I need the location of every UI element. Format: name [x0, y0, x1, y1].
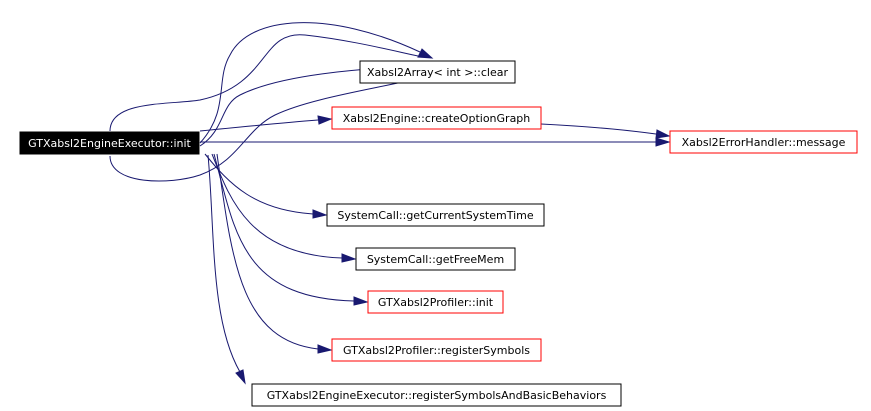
node-box	[19, 131, 200, 155]
edge-init-to-clear-loop-1	[199, 22, 421, 144]
node-label: SystemCall::getFreeMem	[367, 253, 504, 266]
node-systemcall-getfreemem[interactable]: SystemCall::getFreeMem	[355, 247, 516, 271]
node-box	[359, 60, 516, 84]
node-systemcall-getcurrentsystemtime[interactable]: SystemCall::getCurrentSystemTime	[326, 203, 545, 227]
node-label: Xabsl2Array< int >::clear	[367, 66, 508, 79]
node-gtxabsl2engineexecutor-init[interactable]: GTXabsl2EngineExecutor::init	[19, 131, 200, 155]
edge-arrowhead	[655, 137, 671, 147]
edge-arrowhead	[235, 369, 246, 385]
node-gtxabsl2engineexecutor-registersymbolsandbasicbehaviors[interactable]: GTXabsl2EngineExecutor::registerSymbolsA…	[251, 383, 622, 407]
node-label: GTXabsl2Profiler::registerSymbols	[343, 344, 530, 357]
node-xabsl2engine-createoptiongraph[interactable]: Xabsl2Engine::createOptionGraph	[331, 106, 542, 130]
edge-init-to-clear-loop-2	[109, 34, 419, 132]
node-box	[326, 203, 545, 227]
edge-init-to-profiler-init	[213, 153, 355, 302]
node-label: GTXabsl2EngineExecutor::registerSymbolsA…	[267, 389, 607, 402]
edge-arrowhead	[655, 129, 671, 139]
node-box	[331, 106, 542, 130]
node-label: Xabsl2Engine::createOptionGraph	[343, 112, 531, 125]
edge-arrowhead	[353, 296, 369, 306]
node-gtxabsl2profiler-registersymbols[interactable]: GTXabsl2Profiler::registerSymbols	[331, 338, 542, 362]
edge-arrowhead	[317, 115, 333, 125]
edge-createOptionGraph-to-message	[540, 123, 657, 135]
node-xabsl2array-clear[interactable]: Xabsl2Array< int >::clear	[359, 60, 516, 84]
node-label: SystemCall::getCurrentSystemTime	[337, 209, 534, 222]
edge-arrowhead	[341, 253, 357, 263]
edge-init-to-clear-loop-4	[109, 77, 421, 182]
node-label: GTXabsl2EngineExecutor::init	[28, 137, 191, 150]
edge-arrowhead	[317, 344, 333, 354]
node-box	[331, 338, 542, 362]
node-label: GTXabsl2Profiler::init	[378, 296, 494, 309]
edge-init-to-getCurrentSystemTime	[204, 153, 314, 215]
node-label: Xabsl2ErrorHandler::message	[682, 136, 846, 149]
node-box	[251, 383, 622, 407]
node-box	[669, 130, 858, 154]
edge-init-to-registerSymbolsAndBasicBehaviors	[207, 154, 241, 373]
node-box	[367, 290, 504, 314]
node-box	[355, 247, 516, 271]
edge-arrowhead	[312, 209, 328, 219]
edge-arrowhead	[417, 48, 434, 59]
edge-init-to-registerSymbols	[216, 153, 319, 350]
node-xabsl2errorhandler-message[interactable]: Xabsl2ErrorHandler::message	[669, 130, 858, 154]
edge-init-to-getFreeMem	[211, 153, 343, 259]
nodes: GTXabsl2EngineExecutor::init Xabsl2Array…	[19, 60, 858, 407]
node-gtxabsl2profiler-init[interactable]: GTXabsl2Profiler::init	[367, 290, 504, 314]
edge-init-to-createOptionGraph	[199, 119, 319, 132]
